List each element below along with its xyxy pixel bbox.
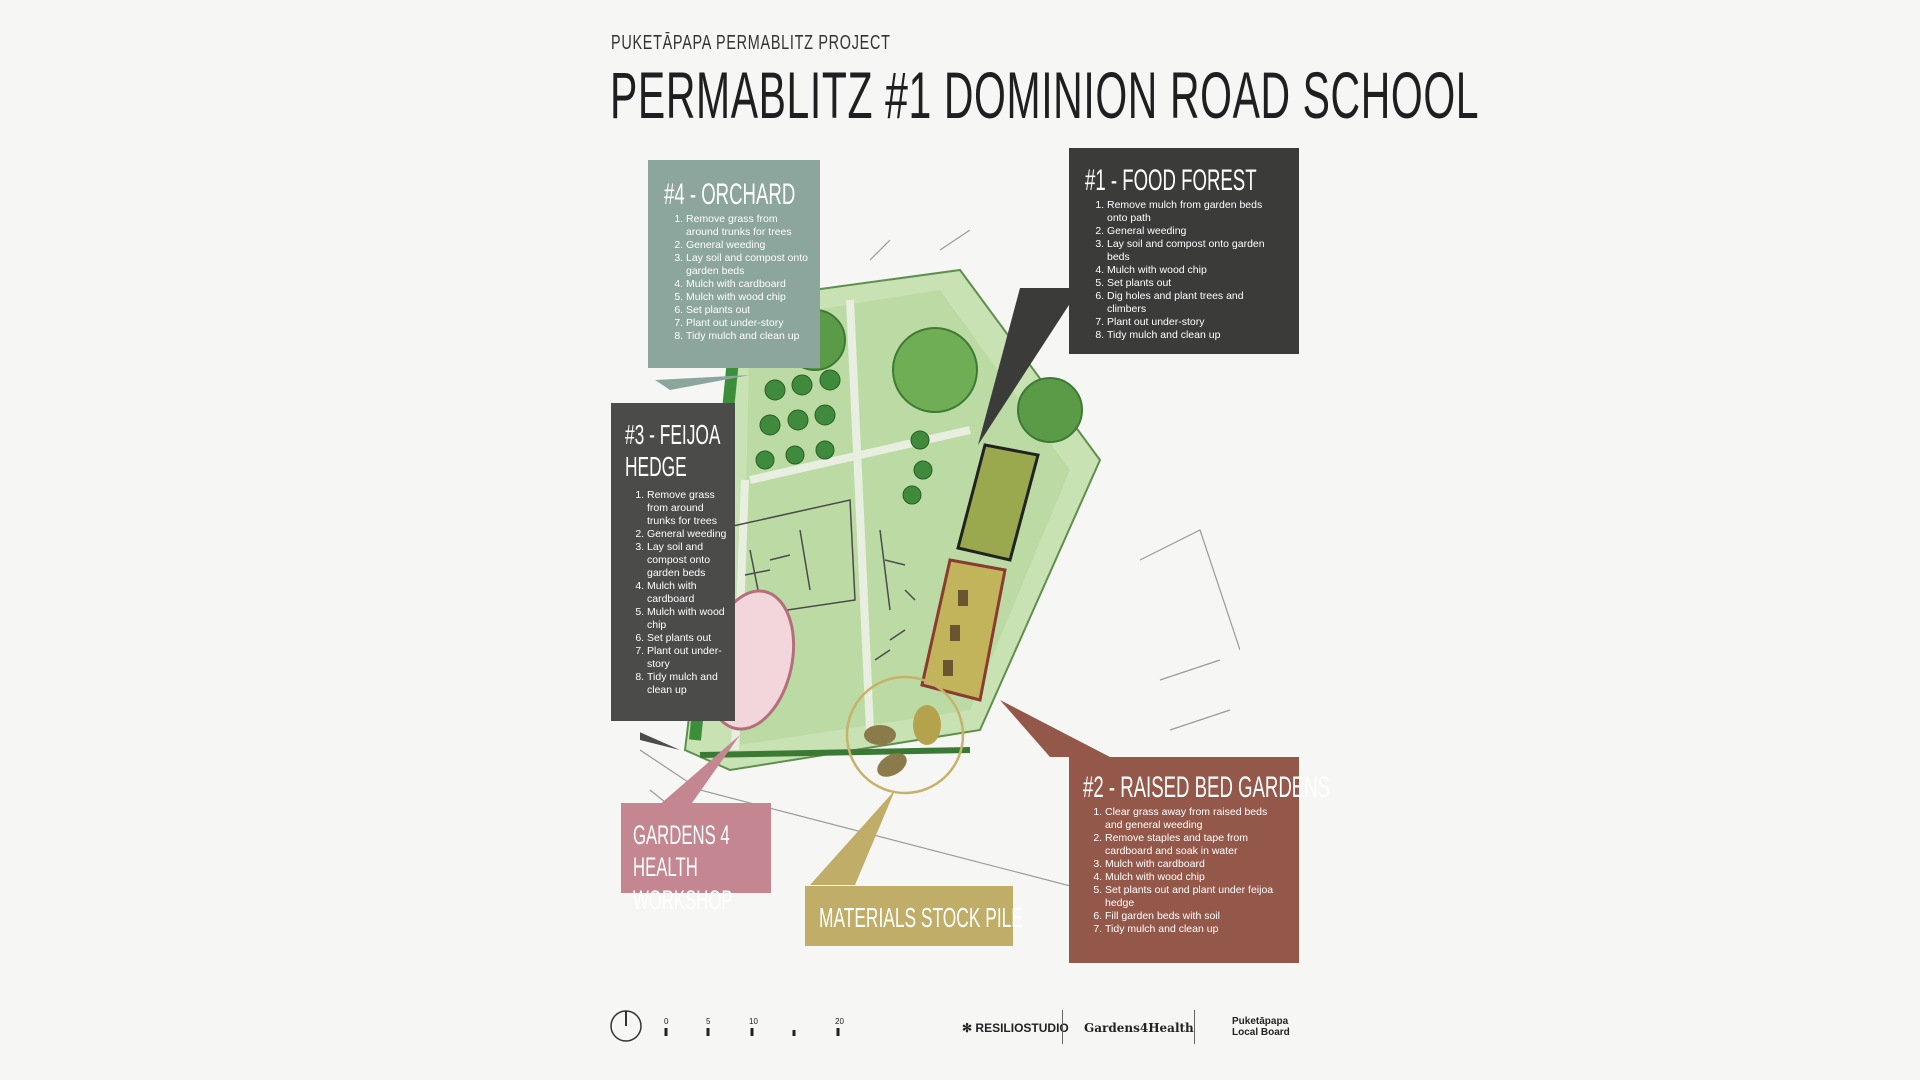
site-plan-map (640, 230, 1240, 910)
step: Clear grass away from raised beds and ge… (1105, 806, 1287, 832)
step: Plant out under-story (686, 317, 808, 330)
scale-label: 20 (835, 1017, 844, 1026)
step: General weeding (1107, 225, 1285, 238)
step: Mulch with wood chip (647, 606, 727, 632)
step: Set plants out (647, 632, 727, 645)
step: Set plants out and plant under feijoa he… (1105, 884, 1287, 910)
stockpile-title: MATERIALS STOCK PILE (819, 902, 1023, 933)
step: Plant out under-story (647, 645, 727, 671)
food-forest-bed (956, 443, 1040, 562)
feijoa-hedge-steps: Remove grass from around trunks for tree… (625, 489, 727, 697)
step: Mulch with cardboard (647, 580, 727, 606)
step: Lay soil and compost onto garden beds (686, 252, 808, 278)
step: Plant out under-story (1107, 316, 1285, 329)
large-tree (892, 327, 978, 413)
step: Remove staples and tape from cardboard a… (1105, 832, 1287, 858)
step: Tidy mulch and clean up (1105, 923, 1287, 936)
orchard-steps: Remove grass from around trunks for tree… (664, 213, 808, 343)
scale-label: 10 (749, 1017, 758, 1026)
step: Lay soil and compost onto garden beds (1107, 238, 1285, 264)
step: Tidy mulch and clean up (686, 330, 808, 343)
orchard-card: #4 - ORCHARD Remove grass from around tr… (648, 160, 820, 368)
step: Mulch with cardboard (1105, 858, 1287, 871)
step: Tidy mulch and clean up (1107, 329, 1285, 342)
raised-bed-card: #2 - RAISED BED GARDENS Clear grass away… (1069, 757, 1331, 963)
step: Mulch with cardboard (686, 278, 808, 291)
step: Remove grass from around trunks for tree… (686, 213, 808, 239)
raised-beds (943, 590, 968, 676)
gardens4health-logo: Gardens4Health (1084, 1021, 1194, 1035)
step: Mulch with wood chip (1107, 264, 1285, 277)
resilio-studio-logo: ✻ RESILIOSTUDIO (962, 1021, 1069, 1035)
step: Mulch with wood chip (1105, 871, 1287, 884)
food-forest-steps: Remove mulch from garden beds onto path … (1085, 199, 1285, 342)
step: Set plants out (1107, 277, 1285, 290)
step: Set plants out (686, 304, 808, 317)
workshop-card: GARDENS 4 HEALTH WORKSHOP (621, 803, 771, 915)
step: Remove grass from around trunks for tree… (647, 489, 727, 528)
scale-ticks (664, 1028, 840, 1036)
step: Tidy mulch and clean up (647, 671, 727, 697)
orchard-title: #4 - ORCHARD (664, 178, 796, 211)
step: Dig holes and plant trees and climbers (1107, 290, 1285, 316)
step: Fill garden beds with soil (1105, 910, 1287, 923)
step: General weeding (686, 239, 808, 252)
stockpile-card: MATERIALS STOCK PILE (805, 886, 1023, 946)
flower-icon: ✻ (962, 1021, 973, 1035)
raised-bed-steps: Clear grass away from raised beds and ge… (1083, 806, 1287, 936)
step: Remove mulch from garden beds onto path (1107, 199, 1285, 225)
workshop-title: GARDENS 4 HEALTH WORKSHOP (633, 820, 733, 915)
feijoa-hedge-card: #3 - FEIJOA HEDGE Remove grass from arou… (611, 403, 735, 721)
raised-bed-area (920, 558, 1007, 702)
callout-tails (640, 288, 1110, 885)
logo-text: RESILIOSTUDIO (975, 1021, 1069, 1035)
step: Mulch with wood chip (686, 291, 808, 304)
step: Lay soil and compost onto garden beds (647, 541, 727, 580)
scale-label: 5 (706, 1017, 711, 1026)
food-forest-card: #1 - FOOD FOREST Remove mulch from garde… (1069, 148, 1299, 354)
north-arrow-icon (610, 1010, 642, 1042)
stockpile-area (845, 675, 965, 795)
step: General weeding (647, 528, 727, 541)
poster-subtitle: PUKETĀPAPA PERMABLITZ PROJECT (611, 32, 891, 54)
local-board-logo: Puketāpapa Local Board (1232, 1016, 1290, 1038)
scale-label: 0 (664, 1017, 669, 1026)
poster-title: PERMABLITZ #1 DOMINION ROAD SCHOOL (610, 58, 1480, 132)
raised-bed-title: #2 - RAISED BED GARDENS (1083, 771, 1331, 804)
footer-divider (1194, 1010, 1195, 1044)
feijoa-hedge-title: #3 - FEIJOA HEDGE (625, 419, 720, 483)
footer-divider (1062, 1010, 1063, 1044)
food-forest-title: #1 - FOOD FOREST (1085, 164, 1257, 197)
